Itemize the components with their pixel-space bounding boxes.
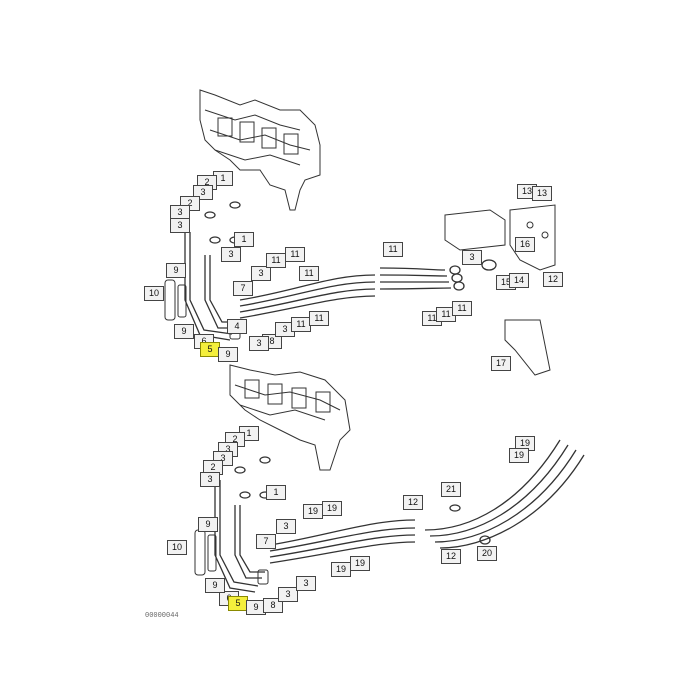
callout-11: 11 <box>309 311 329 326</box>
callout-12: 12 <box>543 272 563 287</box>
callout-3: 3 <box>276 519 296 534</box>
callout-10: 10 <box>167 540 187 555</box>
footer-code: 00000044 <box>145 612 179 620</box>
callout-7: 7 <box>233 281 253 296</box>
top-brackets <box>444 204 556 376</box>
callout-12: 12 <box>403 495 423 510</box>
callout-3: 3 <box>170 218 190 233</box>
callout-4: 4 <box>227 319 247 334</box>
callout-3: 3 <box>278 587 298 602</box>
callout-11: 11 <box>383 242 403 257</box>
callout-5-highlighted[interactable]: 5 <box>200 342 220 357</box>
callout-9: 9 <box>198 517 218 532</box>
callout-20: 20 <box>477 546 497 561</box>
callout-11: 11 <box>299 266 319 281</box>
callout-3: 3 <box>251 266 271 281</box>
callout-9: 9 <box>205 578 225 593</box>
callout-21: 21 <box>441 482 461 497</box>
callout-11: 11 <box>266 253 286 268</box>
callout-19: 19 <box>331 562 351 577</box>
callout-16: 16 <box>515 237 535 252</box>
callout-19: 19 <box>322 501 342 516</box>
callout-17: 17 <box>491 356 511 371</box>
callout-1: 1 <box>266 485 286 500</box>
callout-11: 11 <box>452 301 472 316</box>
top-valve-block <box>199 89 321 211</box>
callout-3: 3 <box>170 205 190 220</box>
callout-3: 3 <box>200 472 220 487</box>
callout-11: 11 <box>285 247 305 262</box>
bottom-valve-block <box>229 364 351 471</box>
callout-5-highlighted[interactable]: 5 <box>228 596 248 611</box>
callout-19: 19 <box>350 556 370 571</box>
callout-1: 1 <box>234 232 254 247</box>
callout-1: 1 <box>213 171 233 186</box>
callout-12: 12 <box>441 549 461 564</box>
callout-13: 13 <box>532 186 552 201</box>
top-hoses <box>184 201 497 341</box>
callout-11: 11 <box>291 317 311 332</box>
callout-9: 9 <box>174 324 194 339</box>
callout-19: 19 <box>303 504 323 519</box>
callout-9: 9 <box>166 263 186 278</box>
callout-3: 3 <box>296 576 316 591</box>
callout-10: 10 <box>144 286 164 301</box>
callout-14: 14 <box>509 273 529 288</box>
callout-9: 9 <box>218 347 238 362</box>
callout-7: 7 <box>256 534 276 549</box>
callout-3: 3 <box>249 336 269 351</box>
callout-3: 3 <box>462 250 482 265</box>
callout-3: 3 <box>221 247 241 262</box>
callout-19: 19 <box>509 448 529 463</box>
